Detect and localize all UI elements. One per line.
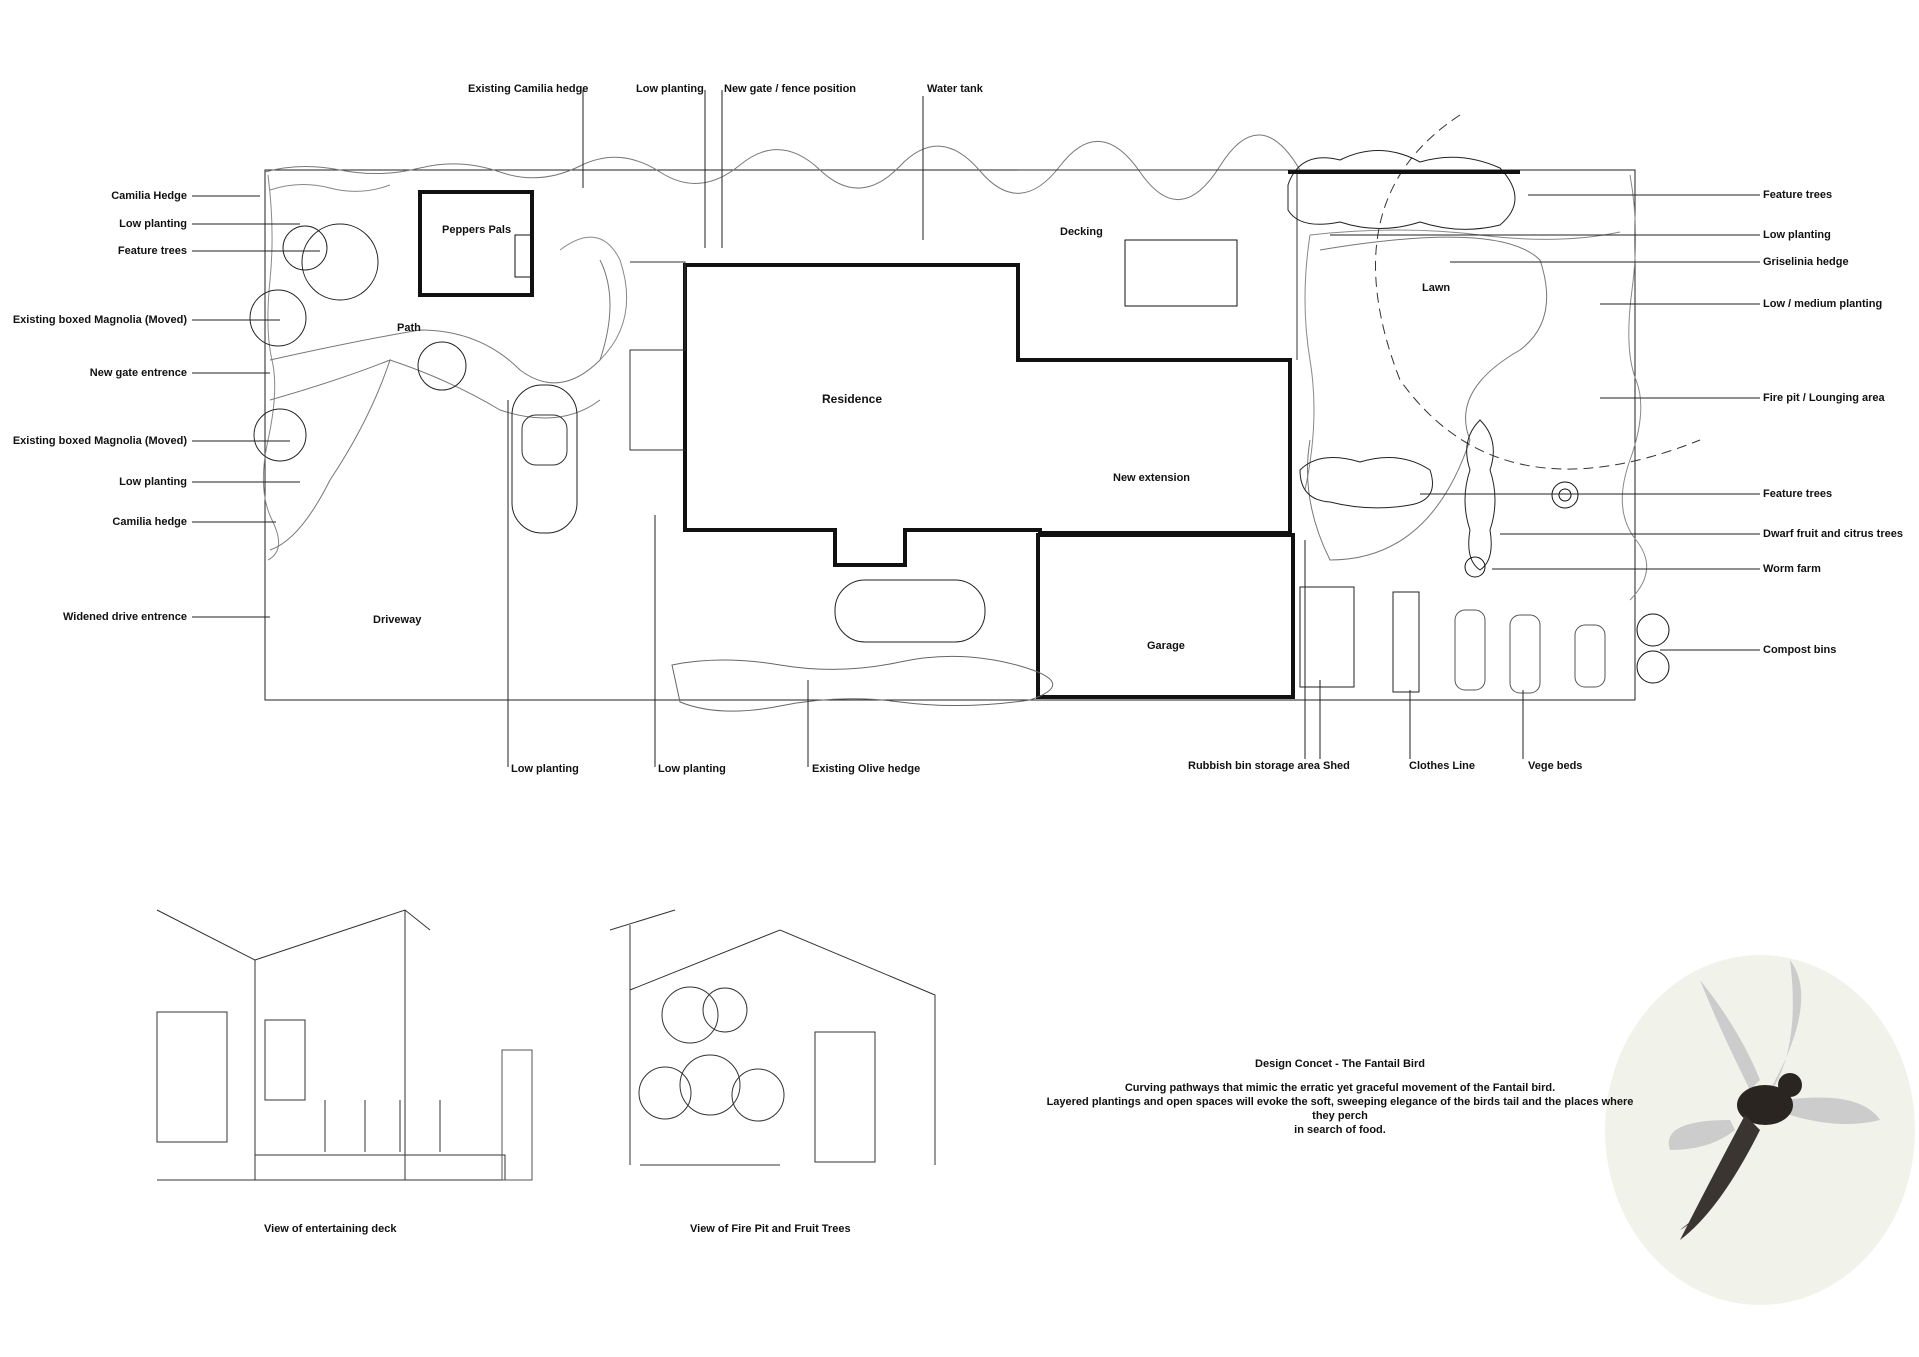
- label-rubbish-bin: Rubbish bin storage area: [1188, 760, 1321, 772]
- site-boundary: [264, 169, 1636, 701]
- label-camilia-hedge: Camilia Hedge: [111, 190, 187, 202]
- label-feature-trees-right-1: Feature trees: [1763, 189, 1833, 201]
- room-lawn: Lawn: [1422, 282, 1451, 294]
- label-feature-trees-left: Feature trees: [117, 245, 187, 257]
- label-low-planting-right: Low planting: [1763, 229, 1831, 241]
- label-water-tank: Water tank: [927, 83, 983, 95]
- caption-deck-view: View of entertaining deck: [264, 1223, 397, 1235]
- label-magnolia-1: Existing boxed Magnolia (Moved): [12, 314, 187, 326]
- magnolia-1: [249, 289, 307, 347]
- feature-tree-left: [301, 223, 379, 301]
- label-feature-trees-right-2: Feature trees: [1763, 488, 1833, 500]
- worm-farm: [1464, 556, 1486, 578]
- winding-path: [269, 259, 611, 384]
- room-driveway: Driveway: [373, 614, 422, 626]
- magnolia-2: [253, 408, 307, 462]
- compost-bin-2: [1636, 650, 1670, 684]
- shed: [1299, 586, 1355, 688]
- residence-outline: [683, 263, 1292, 567]
- label-compost-bins: Compost bins: [1763, 644, 1837, 656]
- deck-table: [1124, 239, 1238, 307]
- label-dwarf-fruit: Dwarf fruit and citrus trees: [1763, 528, 1903, 540]
- label-widened-drive: Widened drive entrence: [63, 611, 187, 623]
- label-magnolia-2: Existing boxed Magnolia (Moved): [12, 435, 187, 447]
- vege-bed-2: [1509, 614, 1541, 694]
- label-new-gate: New gate entrence: [89, 367, 187, 379]
- garage: [1036, 533, 1295, 699]
- vege-bed-1: [1454, 609, 1486, 691]
- lawn-path: [1307, 236, 1548, 561]
- room-garage: Garage: [1147, 640, 1185, 652]
- camilia-hedge-top: [264, 134, 1301, 200]
- concept-line-3: in search of food.: [1294, 1124, 1386, 1136]
- compost-bin-1: [1636, 613, 1670, 647]
- car-2: [834, 579, 986, 643]
- room-peppers-pals: Peppers Pals: [442, 224, 512, 236]
- label-camilia-hedge-2: Camilia hedge: [112, 516, 187, 528]
- label-low-planting-left-1: Low planting: [119, 218, 187, 230]
- feature-trees-mid-right: [1299, 457, 1433, 509]
- room-path: Path: [397, 322, 421, 334]
- room-residence: Residence: [822, 392, 883, 406]
- caption-firepit-view: View of Fire Pit and Fruit Trees: [690, 1223, 851, 1235]
- room-decking: Decking: [1060, 226, 1103, 238]
- label-worm-farm: Worm farm: [1763, 563, 1821, 575]
- label-low-medium-planting: Low / medium planting: [1763, 298, 1883, 310]
- fantail-bird-illustration: [1605, 955, 1915, 1305]
- kennel: [418, 190, 534, 297]
- concept-title: Design Concet - The Fantail Bird: [1255, 1058, 1425, 1070]
- concept-line-2: Layered plantings and open spaces will e…: [1046, 1096, 1634, 1122]
- decking: [1018, 169, 1298, 360]
- label-fire-pit: Fire pit / Lounging area: [1763, 392, 1885, 404]
- label-low-planting-bottom-1: Low planting: [511, 763, 579, 775]
- vege-bed-3: [1574, 624, 1606, 688]
- label-clothes-line: Clothes Line: [1409, 760, 1476, 772]
- label-olive-hedge: Existing Olive hedge: [812, 763, 921, 775]
- lawn-arc: [1375, 114, 1701, 470]
- label-shed: Shed: [1323, 760, 1350, 772]
- left-hedge: [262, 174, 279, 561]
- label-griselinia-hedge: Griselinia hedge: [1763, 256, 1849, 268]
- car-1: [511, 384, 578, 534]
- label-low-planting-bottom-2: Low planting: [658, 763, 726, 775]
- olive-hedge: [671, 655, 1053, 712]
- elevation-deck-sketch: [156, 909, 533, 1181]
- concept-line-1: Curving pathways that mimic the erratic …: [1124, 1082, 1556, 1094]
- dwarf-fruit-trees: [1464, 419, 1496, 571]
- fire-pit: [1551, 481, 1579, 509]
- label-low-planting-left-2: Low planting: [119, 476, 187, 488]
- griselinia-hedge: [1621, 174, 1648, 601]
- feature-trees-top-right: [1287, 150, 1516, 230]
- design-concept: Design Concet - The Fantail Bird Curving…: [1040, 1057, 1640, 1137]
- label-vege-beds: Vege beds: [1528, 760, 1583, 772]
- label-existing-camilia-hedge: Existing Camilia hedge: [468, 83, 589, 95]
- room-new-extension: New extension: [1113, 472, 1191, 484]
- clothes-line: [1392, 591, 1420, 693]
- elevation-firepit-sketch: [609, 909, 936, 1166]
- label-low-planting-top: Low planting: [636, 83, 704, 95]
- label-new-gate-fence: New gate / fence position: [724, 83, 857, 95]
